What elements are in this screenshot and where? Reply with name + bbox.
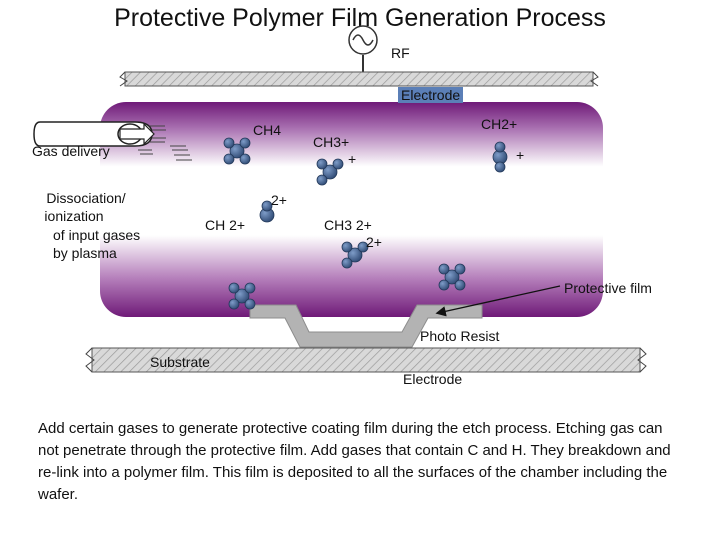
- substrate-break-left: [85, 347, 95, 373]
- molecule-near-film-right: [438, 263, 466, 291]
- molecule-ch2-plus: [492, 141, 508, 173]
- gas-arrow: [119, 122, 155, 146]
- ch3-plus-charge: +: [348, 151, 357, 167]
- dissociation-line-4: by plasma: [53, 245, 117, 261]
- ch3-plus-label: CH3+: [313, 134, 350, 150]
- electrode-break-right: [590, 71, 599, 87]
- ch2-2plus-label: CH 2+: [205, 217, 246, 233]
- molecule-group: [223, 137, 508, 310]
- molecule-ch3-plus: [316, 158, 344, 186]
- gas-flow-lines: [138, 125, 192, 161]
- dissociation-line-1: Dissociation/: [46, 190, 126, 206]
- bottom-electrode: [91, 347, 641, 373]
- gas-delivery-label: Gas delivery: [32, 143, 110, 159]
- substrate-label: Substrate: [150, 354, 210, 370]
- plasma-chamber: [100, 102, 603, 317]
- caption-text: Add certain gases to generate protective…: [38, 420, 671, 503]
- molecule-ch3-2plus: [341, 241, 369, 269]
- top-electrode: [124, 71, 594, 87]
- ch3-2plus-label: CH3 2+: [324, 217, 372, 233]
- photo-resist-shape: [249, 304, 483, 348]
- dissociation-line-2: ionization: [44, 208, 104, 224]
- photo-resist-label: Photo Resist: [420, 328, 500, 344]
- protective-film-arrow: [435, 285, 561, 317]
- electrode-break-left: [119, 71, 128, 87]
- ch2-plus-label: CH2+: [481, 116, 518, 132]
- ch2-2plus-charge: 2+: [271, 192, 287, 208]
- ch4-label: CH4: [253, 122, 282, 138]
- molecule-near-film-left: [228, 282, 256, 310]
- molecule-ch4: [223, 137, 251, 165]
- rf-label: RF: [391, 45, 410, 61]
- dissociation-line-3: of input gases: [53, 227, 141, 243]
- bottom-electrode-label: Electrode: [403, 371, 463, 387]
- top-electrode-label: Electrode: [398, 87, 464, 103]
- substrate-break-right: [637, 347, 647, 373]
- ch2-plus-charge: +: [516, 147, 525, 163]
- ch3-2plus-charge: 2+: [366, 234, 382, 250]
- molecule-ch2-2plus: [259, 200, 275, 223]
- rf-source-icon: [348, 25, 378, 55]
- protective-film-label: Protective film: [564, 280, 652, 296]
